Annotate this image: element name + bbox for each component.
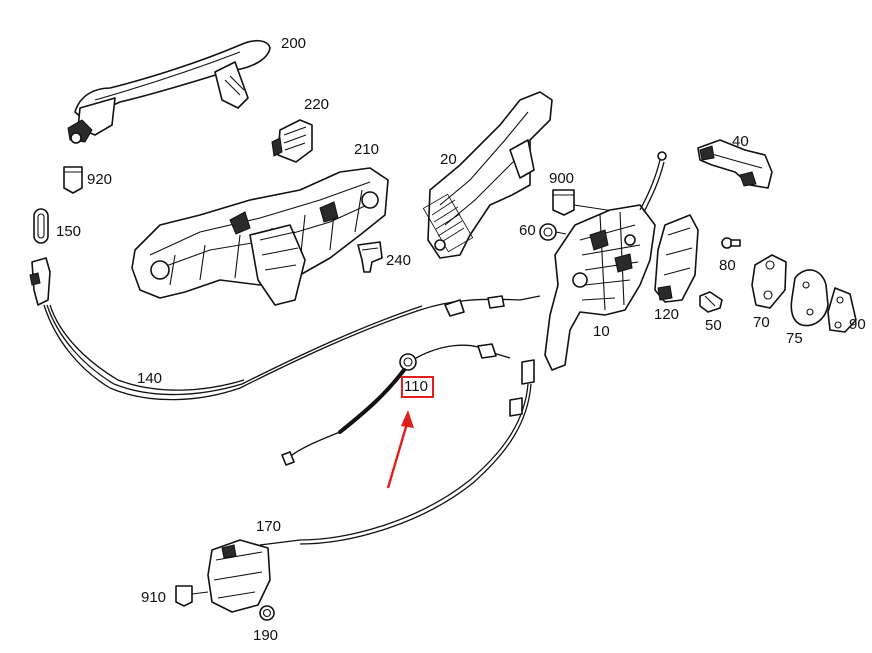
label-200: 200 (281, 35, 307, 52)
part-110-cable (281, 343, 511, 466)
highlight-arrow (386, 410, 414, 489)
label-170: 170 (256, 518, 282, 535)
label-900: 900 (549, 170, 575, 187)
label-210: 210 (354, 141, 380, 158)
label-40: 40 (732, 133, 749, 150)
part-200-door-handle (67, 39, 271, 144)
part-90-shim (827, 287, 857, 333)
label-10: 10 (593, 323, 610, 340)
label-920: 920 (87, 171, 113, 188)
label-80: 80 (719, 257, 736, 274)
label-220: 220 (304, 96, 330, 113)
part-240-bracket (357, 241, 383, 273)
part-150-seal (33, 208, 49, 244)
label-60: 60 (519, 222, 536, 239)
label-70: 70 (753, 314, 770, 331)
part-60-bushing (539, 223, 567, 241)
label-150: 150 (56, 223, 82, 240)
part-80-screw (721, 237, 741, 249)
part-140-cable (29, 257, 541, 401)
label-110: 110 (404, 378, 428, 395)
label-75: 75 (786, 330, 803, 347)
part-50-bolt (699, 291, 723, 313)
part-75-gasket (790, 269, 829, 327)
label-120: 120 (654, 306, 680, 323)
part-910-actuator (175, 539, 271, 613)
part-20-bracket-plate (422, 91, 553, 259)
label-190: 190 (253, 627, 279, 644)
part-170-cable (259, 359, 535, 546)
part-120-actuator (654, 214, 699, 303)
highlight-box-110 (401, 376, 434, 398)
part-220-clip (271, 119, 313, 163)
part-70-striker (751, 254, 787, 309)
label-240: 240 (386, 252, 412, 269)
part-190-ring (259, 605, 275, 621)
part-10-door-lock (544, 151, 667, 371)
label-910: 910 (141, 589, 167, 606)
label-20: 20 (440, 151, 457, 168)
part-210-handle-carrier (131, 167, 389, 306)
label-90: 90 (849, 316, 866, 333)
part-920-cap (63, 166, 83, 194)
part-40-bracket (697, 139, 773, 189)
label-50: 50 (705, 317, 722, 334)
label-140: 140 (137, 370, 163, 387)
